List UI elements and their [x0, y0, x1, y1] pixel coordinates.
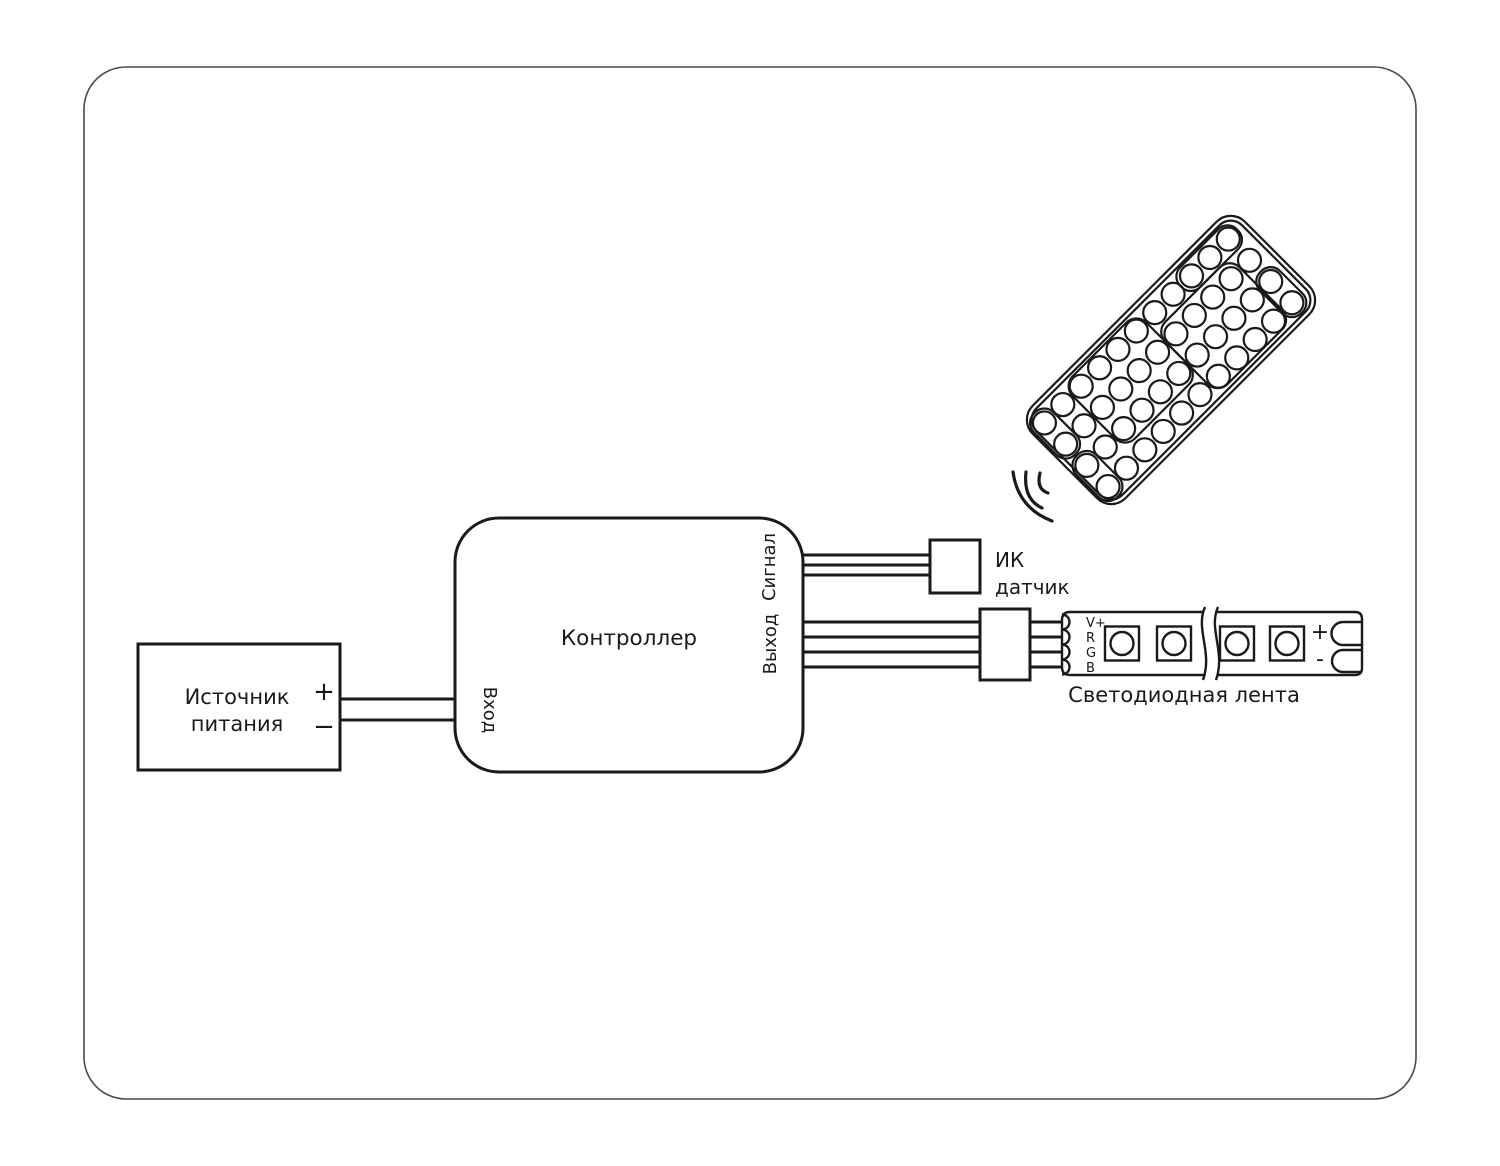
wave-arc-small — [1037, 471, 1050, 495]
led-strip-label: Светодиодная лента — [1068, 683, 1300, 707]
controller-input-label: Вход — [479, 687, 500, 733]
strip-break-curve-right — [1213, 606, 1221, 681]
remote-button — [1197, 244, 1223, 271]
power-plus-terminal-label: + — [313, 677, 335, 707]
led-chip — [1218, 625, 1256, 662]
signal-wires — [803, 553, 931, 577]
remote-button-grid — [1031, 226, 1305, 500]
pin-label-v: V+ — [1086, 616, 1106, 631]
led-chip — [1155, 625, 1193, 662]
wave-arc-medium — [1023, 470, 1044, 510]
remote-button — [1089, 394, 1116, 420]
ir-signal-waves-icon — [1011, 470, 1054, 523]
strip-end-pad-plus — [1330, 620, 1362, 647]
remote-button — [1166, 360, 1192, 387]
power-supply-label-line1: Источник — [185, 685, 290, 709]
remote-button — [1053, 431, 1079, 457]
remote-button — [1126, 358, 1152, 384]
remote-button — [1221, 305, 1247, 331]
connector-stub-wires — [1030, 620, 1062, 669]
remote-button — [1202, 324, 1229, 350]
ir-sensor-label-line1: ИК — [995, 548, 1024, 572]
remote-button — [1092, 434, 1118, 460]
remote-button — [1144, 339, 1171, 365]
controller-signal-label: Сигнал — [759, 533, 780, 601]
strip-plus-label: + — [1311, 620, 1329, 645]
power-supply-box — [136, 642, 342, 772]
remote-button — [1178, 263, 1205, 289]
remote-button — [1239, 287, 1265, 313]
strip-break-curve-left — [1200, 606, 1208, 681]
remote-button — [1132, 437, 1158, 463]
remote-button-group — [1028, 407, 1082, 460]
power-supply-block: Источник питания + − — [136, 642, 342, 772]
remote-button — [1184, 342, 1210, 368]
remote-button — [1074, 452, 1100, 478]
remote-button-group — [1067, 317, 1194, 444]
controller-block: Контроллер Вход Сигнал Выход — [453, 516, 805, 774]
remote-button — [1086, 355, 1113, 381]
strip-connector-box — [978, 607, 1032, 682]
ir-sensor-label-line2: датчик — [995, 575, 1070, 599]
pin-label-r: R — [1086, 631, 1095, 646]
remote-button — [1147, 379, 1173, 405]
remote-button — [1218, 266, 1244, 292]
led-chip — [1103, 625, 1141, 662]
remote-button — [1163, 321, 1189, 347]
controller-output-label: Выход — [760, 614, 781, 675]
remote-button — [1105, 336, 1131, 362]
remote-button — [1071, 413, 1097, 439]
strip-minus-label: - — [1316, 647, 1324, 672]
led-chip — [1268, 625, 1306, 662]
ir-sensor-block: ИК датчик — [928, 538, 1070, 599]
remote-button — [1068, 373, 1094, 399]
remote-button — [1215, 226, 1241, 252]
pin-label-g: G — [1086, 646, 1096, 661]
led-strip: V+ R G B + - Светодиодная лента — [1060, 606, 1364, 707]
remote-button — [1187, 382, 1213, 408]
remote-button — [1258, 268, 1284, 295]
remote-button — [1111, 415, 1137, 442]
ir-remote-icon — [1025, 214, 1317, 506]
remote-button — [1181, 302, 1207, 329]
output-wires — [803, 620, 981, 669]
controller-box — [453, 516, 805, 774]
power-wires — [340, 697, 457, 722]
remote-button — [1150, 418, 1176, 445]
remote-button — [1200, 284, 1226, 310]
ir-sensor-box — [928, 538, 982, 595]
remote-button-group — [1255, 265, 1308, 319]
power-minus-terminal-label: − — [313, 712, 335, 742]
remote-button — [1129, 397, 1155, 423]
remote-button — [1142, 300, 1168, 326]
led-strip-right-outline — [1217, 610, 1364, 677]
wave-arc-large — [1011, 470, 1054, 523]
remote-button-group — [1071, 449, 1124, 503]
strip-end-pad-minus — [1330, 648, 1362, 674]
remote-button — [1095, 473, 1121, 500]
remote-outer-border — [1025, 214, 1317, 506]
page-border — [83, 66, 1417, 1100]
pin-label-b: B — [1086, 661, 1095, 676]
pad-b — [1061, 658, 1071, 676]
power-supply-label-line2: питания — [191, 712, 284, 736]
remote-button — [1031, 410, 1058, 436]
remote-button — [1169, 400, 1195, 426]
controller-label: Контроллер — [561, 626, 697, 651]
remote-button — [1123, 318, 1149, 344]
remote-button — [1108, 376, 1134, 402]
remote-inner-border — [1030, 219, 1312, 501]
